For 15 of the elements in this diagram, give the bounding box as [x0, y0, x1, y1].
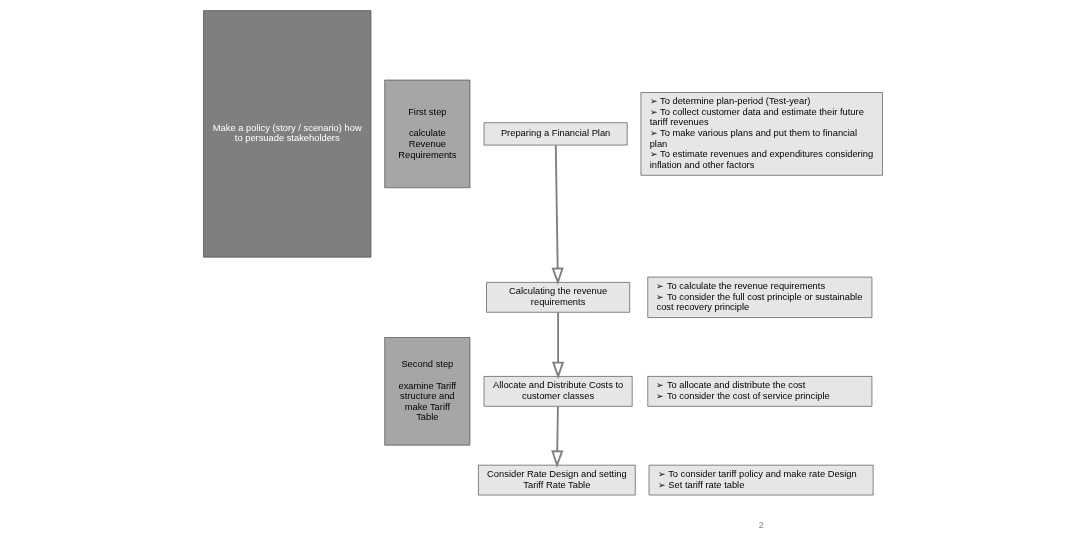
node-box: First step calculate Revenue Requirements	[383, 79, 470, 189]
node-box: ➢ To calculate the revenue requirements ➢ To consider the full cost principle or sustainable cost recovery principle	[646, 276, 872, 318]
node-box: Calculating the revenue requirements	[485, 282, 630, 313]
node-box: Second step examine Tariff structure and make Tariff Table	[383, 337, 470, 446]
node-box: Make a policy (story / scenario) how to persuade stakeholders	[202, 10, 371, 258]
arrow	[551, 311, 564, 380]
node-box: Allocate and Distribute Costs to customer classes	[483, 376, 632, 407]
label: 2	[758, 520, 764, 531]
arrow	[551, 144, 564, 286]
node-box: ➢ To consider tariff policy and make rate Design ➢ Set tariff rate table	[648, 464, 873, 496]
node-box: Consider Rate Design and setting Tariff Rate Table	[477, 464, 636, 496]
node-box: Preparing a Financial Plan	[483, 122, 628, 146]
arrow	[550, 405, 563, 468]
node-box: ➢ To determine plan-period (Test-year) ➢ To collect customer data and estimate their future tariff revenues ➢ To make various plans and put them to financial plan ➢ To estimate revenues and expenditures considering inflation and other factors	[640, 92, 883, 176]
node-box: ➢ To allocate and distribute the cost ➢ To consider the cost of service principle	[646, 376, 872, 407]
